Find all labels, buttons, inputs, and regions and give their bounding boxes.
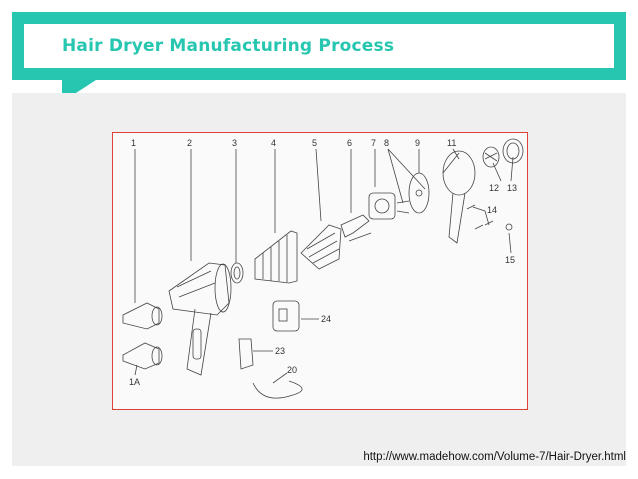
page-title: Hair Dryer Manufacturing Process xyxy=(62,36,395,56)
part-label: 20 xyxy=(287,365,297,375)
part-label: 1 xyxy=(131,138,136,148)
part-label: 13 xyxy=(507,183,517,193)
part-label: 2 xyxy=(187,138,192,148)
part-label: 8 xyxy=(384,138,389,148)
part-label: 11 xyxy=(447,138,456,148)
source-link[interactable]: http://www.madehow.com/Volume-7/Hair-Dry… xyxy=(363,451,626,463)
title-box: Hair Dryer Manufacturing Process xyxy=(24,24,614,68)
part-label: 4 xyxy=(271,138,276,148)
part-label: 3 xyxy=(232,138,237,148)
part-label: 23 xyxy=(275,346,285,356)
part-label: 7 xyxy=(371,138,376,148)
part-label: 9 xyxy=(415,138,420,148)
part-label: 5 xyxy=(312,138,317,148)
exploded-diagram: 1 2 3 4 5 6 7 8 9 11 12 13 14 15 24 23 2… xyxy=(112,132,528,410)
part-label: 1A xyxy=(129,377,140,387)
diagram-drawing: 1 2 3 4 5 6 7 8 9 11 12 13 14 15 24 23 2… xyxy=(122,138,524,399)
part-label: 12 xyxy=(489,183,499,193)
part-label: 14 xyxy=(487,205,497,215)
part-label: 24 xyxy=(321,314,331,324)
part-label: 15 xyxy=(505,255,515,265)
part-label: 6 xyxy=(347,138,352,148)
